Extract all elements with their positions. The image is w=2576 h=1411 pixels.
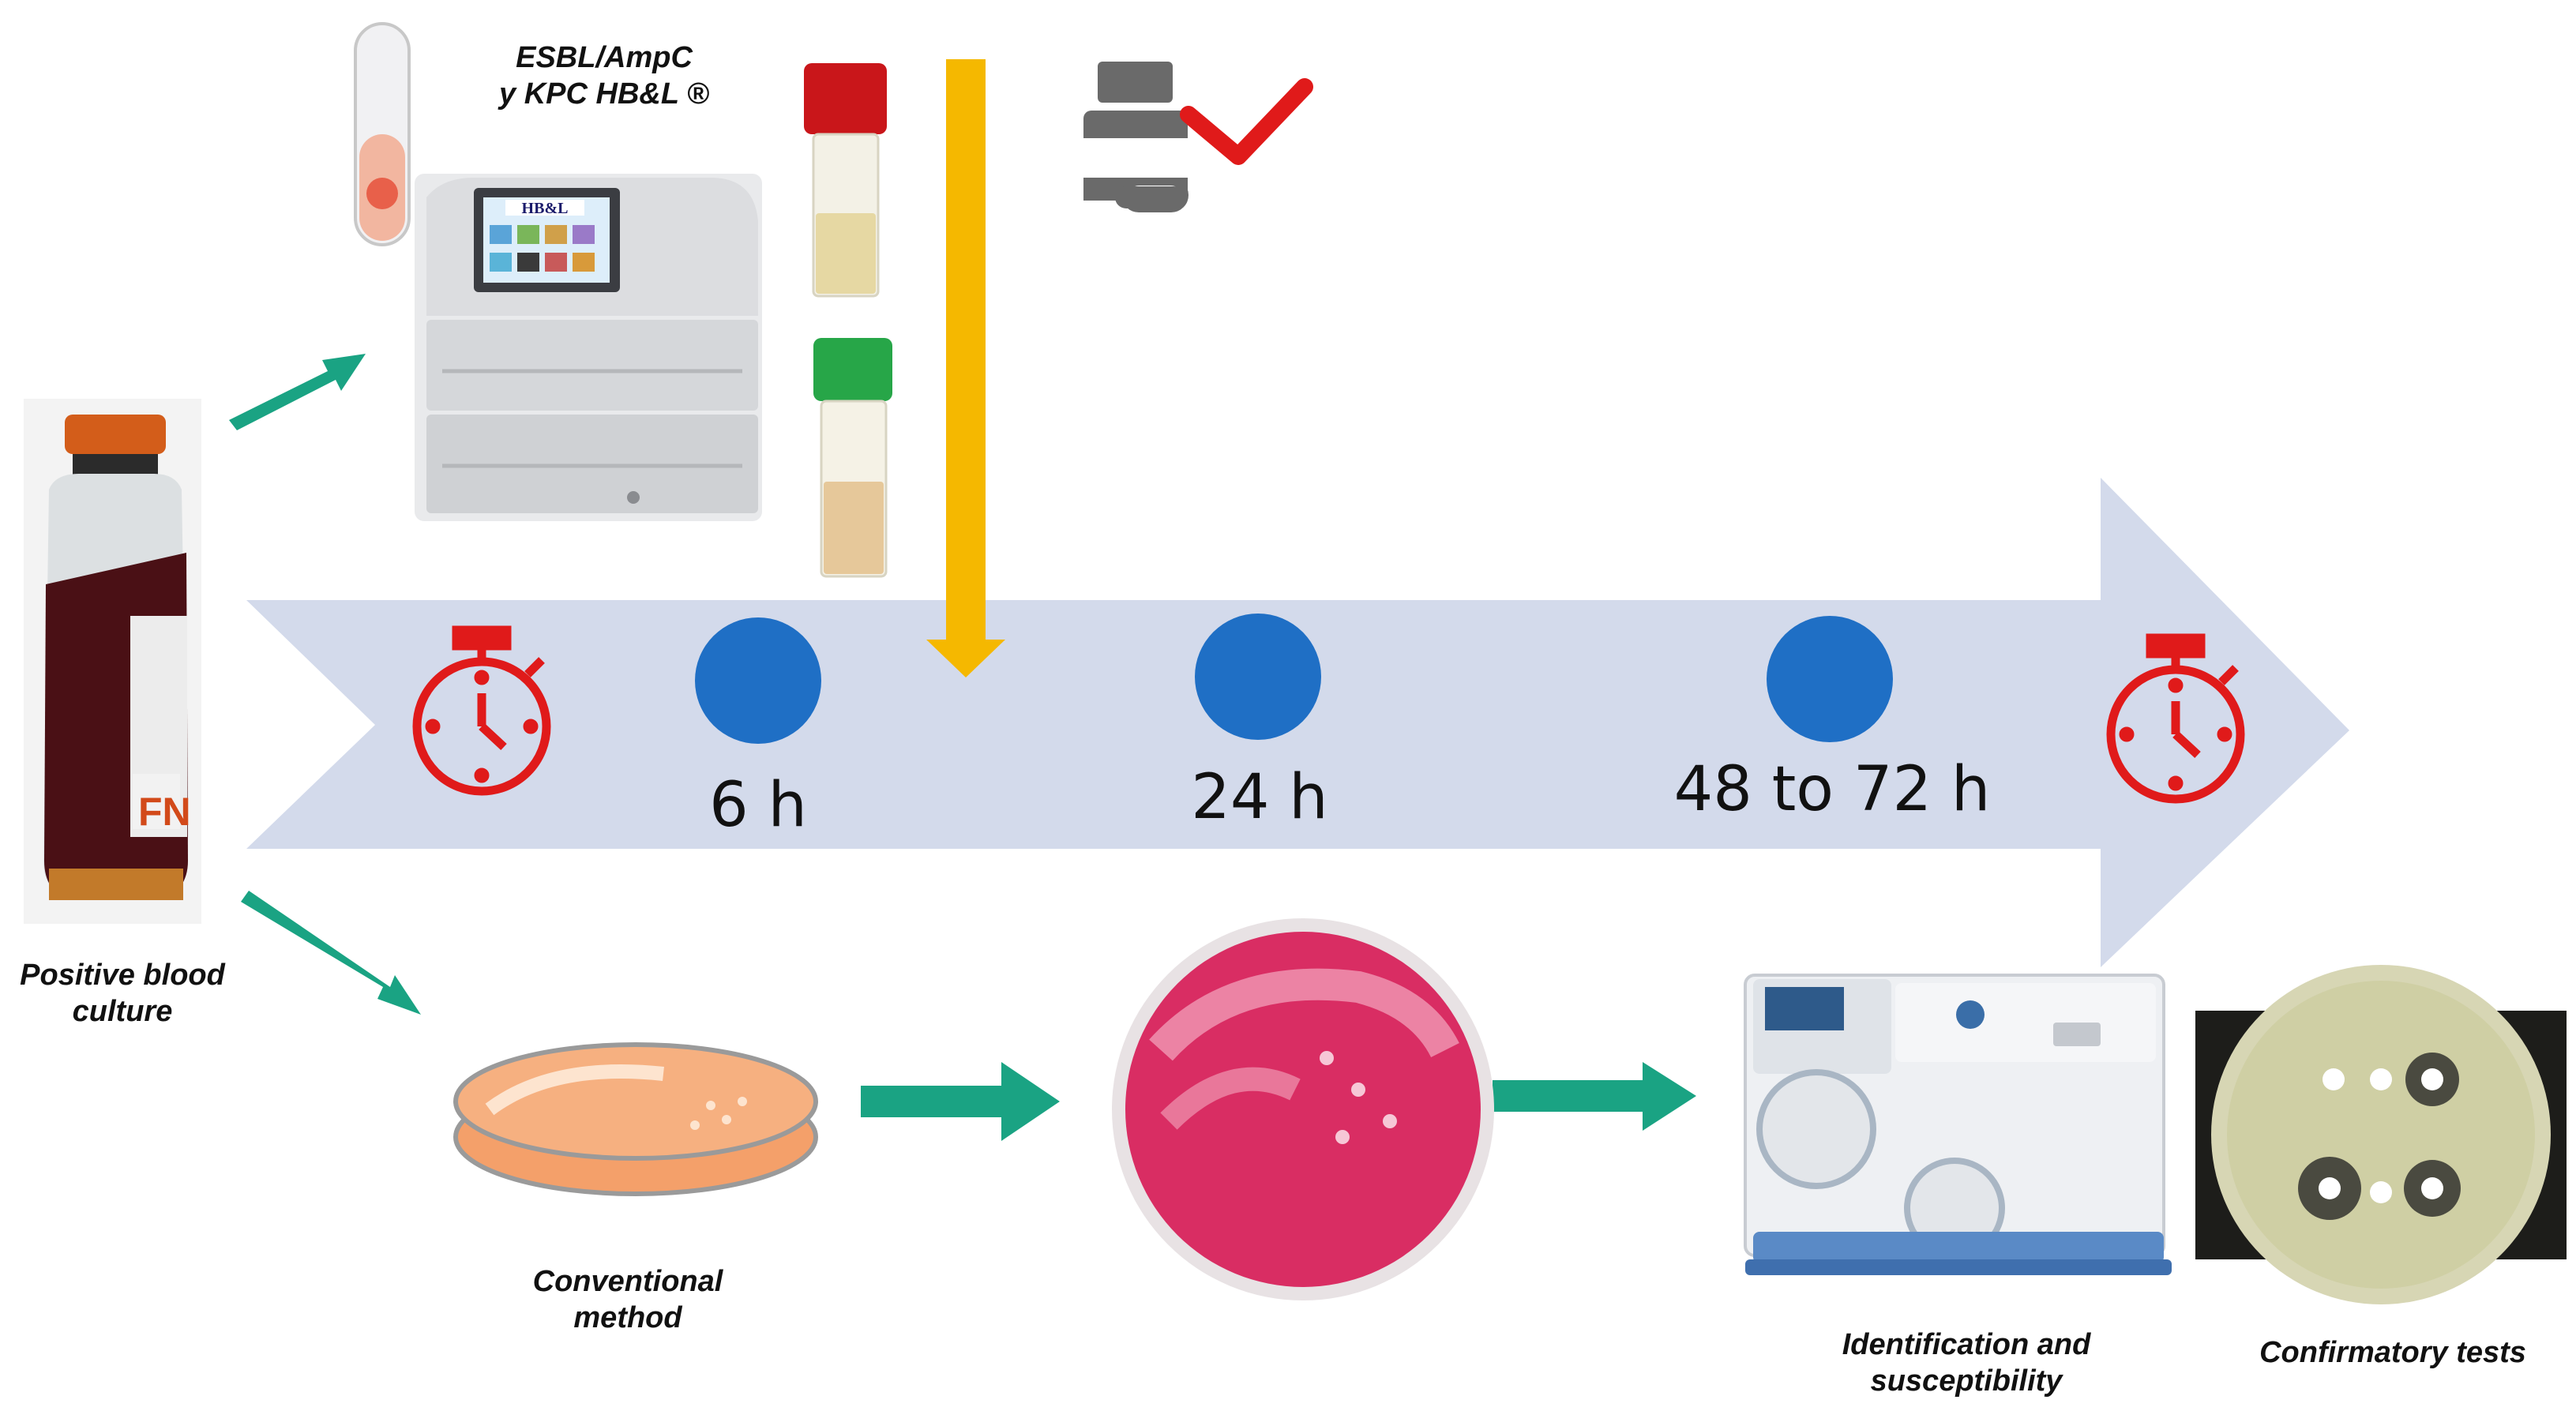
vial-green: [813, 338, 892, 578]
blood-culture-bottle: FN: [24, 399, 201, 924]
confirmatory-caption: Confirmatory tests: [2259, 1336, 2526, 1369]
flow-arrow-to-conventional: [241, 891, 421, 1015]
petri-dish-conventional: [453, 1042, 818, 1196]
confirmatory-plate: [2195, 965, 2567, 1304]
timeline-label-24h: 24 h: [1191, 762, 1328, 833]
identification-caption-line1: Identification and: [1842, 1328, 2091, 1361]
flow-arrow-to-analyzer: [1493, 1062, 1696, 1131]
hbl-screen-logo: HB&L: [522, 200, 569, 217]
result-arrow: [926, 59, 1005, 677]
flow-arrow-to-plate: [861, 1062, 1060, 1141]
blood-culture-caption-line1: Positive blood: [20, 959, 225, 992]
hbl-caption: ESBL/AmpC y KPC HB&L ®: [458, 39, 750, 112]
timeline-label-6h: 6 h: [709, 770, 807, 841]
stopwatch-icon: [2106, 633, 2245, 804]
flow-arrow-to-hbl: [229, 354, 366, 430]
check-icon: [1180, 78, 1313, 165]
stopwatch-icon: [412, 625, 551, 796]
analyzer-device: [1744, 974, 2172, 1275]
blood-culture-caption: Positive blood culture: [0, 957, 245, 1030]
conventional-caption-line2: method: [573, 1301, 682, 1334]
timeline-marker-24h: [1195, 614, 1321, 740]
hbl-caption-line2: y KPC HB&L ®: [499, 77, 709, 111]
blood-culture-caption-line2: culture: [72, 995, 173, 1028]
conventional-caption-line1: Conventional: [532, 1265, 723, 1298]
timeline-label-48-72h: 48 to 72 h: [1673, 754, 1991, 825]
hbl-tube: [354, 22, 411, 246]
medicine-bottle-icon: [1083, 62, 1188, 212]
petri-plate-culture: [1112, 918, 1494, 1300]
vial-red: [804, 63, 887, 298]
identification-caption-line2: susceptibility: [1870, 1364, 2063, 1398]
svg-text:FN: FN: [138, 790, 191, 834]
hbl-caption-line1: ESBL/AmpC: [516, 41, 693, 74]
hbl-device: HB&L: [415, 174, 762, 521]
timeline-marker-48-72h: [1767, 616, 1893, 742]
timeline-marker-6h: [695, 617, 821, 744]
identification-caption: Identification and susceptibility: [1816, 1327, 2116, 1399]
conventional-caption: Conventional method: [498, 1263, 758, 1336]
